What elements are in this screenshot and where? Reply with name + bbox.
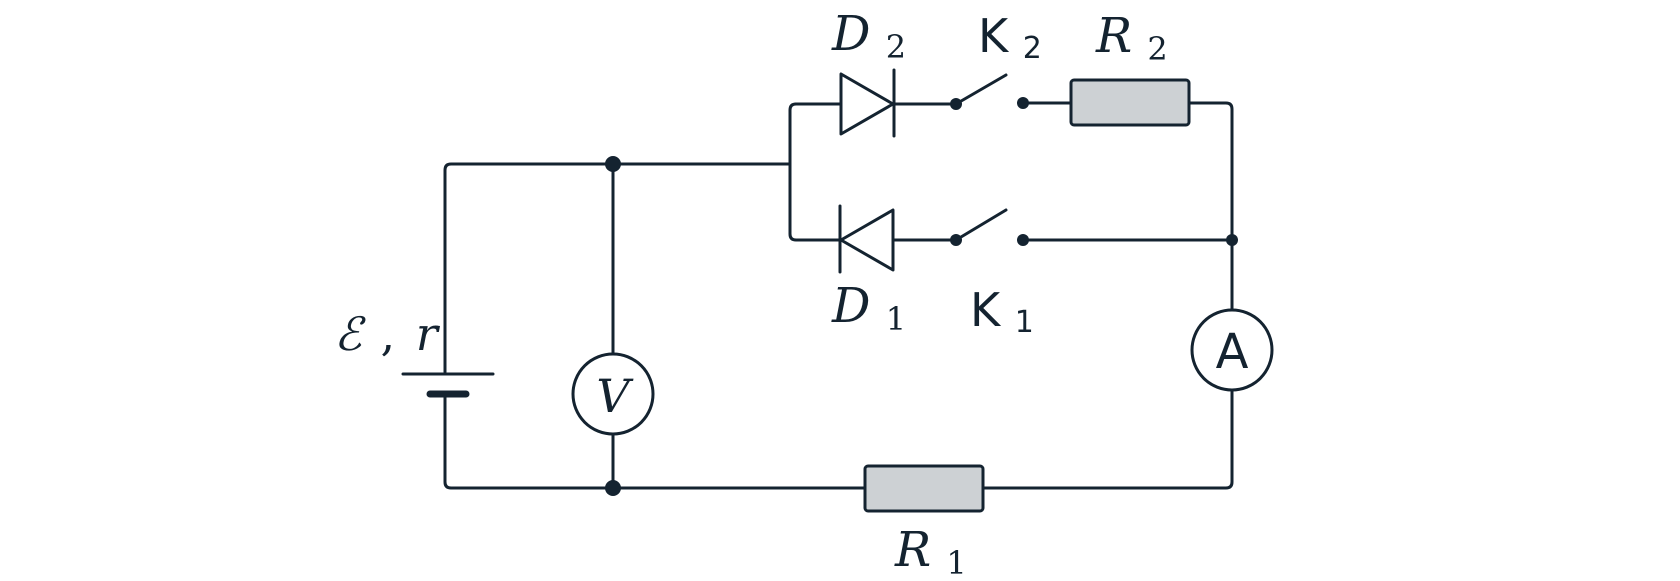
resistor-r1-sub: 1 xyxy=(946,544,966,581)
resistor-r1-label: R 1 xyxy=(894,522,967,581)
wire-branch-vertical xyxy=(788,102,842,242)
switch-k2-blade xyxy=(954,73,1008,106)
switch-k2-label: K 2 xyxy=(978,9,1042,66)
switch-k1-blade xyxy=(954,208,1008,242)
resistor-r2-label: R 2 xyxy=(1095,8,1168,68)
junction-dot-bottom xyxy=(605,480,621,496)
voltmeter xyxy=(571,352,655,436)
resistor-r2-sub: 2 xyxy=(1147,30,1167,68)
resistor-r1-name: R xyxy=(894,522,931,578)
ammeter-label: A xyxy=(1216,324,1249,380)
switch-k1-name: K xyxy=(970,283,1002,337)
diode-d2-name: D xyxy=(831,6,870,62)
resistor-r1 xyxy=(863,464,985,513)
switch-k1-label: K 1 xyxy=(970,283,1034,340)
diode-d1-label: D 1 xyxy=(831,278,906,338)
switch-k1-sub: 1 xyxy=(1015,305,1034,340)
voltmeter-label: V xyxy=(596,369,634,423)
switch-k2-sub: 2 xyxy=(1023,31,1042,66)
wire-bottom xyxy=(443,386,1234,490)
junction-dot-top xyxy=(605,156,621,172)
switch-k2-contact xyxy=(1017,97,1029,109)
source-label: ℰ , r xyxy=(334,307,441,361)
diode-d2-sub: 2 xyxy=(886,28,906,66)
diode-d1-triangle xyxy=(839,208,895,272)
ammeter xyxy=(1190,308,1274,392)
switch-k2-name: K xyxy=(978,9,1010,63)
wire-r2-to-right xyxy=(1187,101,1234,242)
wire-top-left xyxy=(443,162,792,374)
source-separator: , xyxy=(380,307,395,361)
diode-d2-label: D 2 xyxy=(831,6,906,66)
source-emf-symbol: ℰ xyxy=(334,307,366,361)
source-internal-resistance: r xyxy=(416,307,441,361)
switch-k1-contact xyxy=(1017,234,1029,246)
resistor-r2 xyxy=(1069,78,1191,127)
diode-d2-triangle xyxy=(839,72,895,136)
junction-dot-right xyxy=(1226,234,1238,246)
resistor-r2-name: R xyxy=(1095,8,1132,64)
diode-d1-sub: 1 xyxy=(886,300,906,338)
diode-d1-name: D xyxy=(831,278,870,334)
